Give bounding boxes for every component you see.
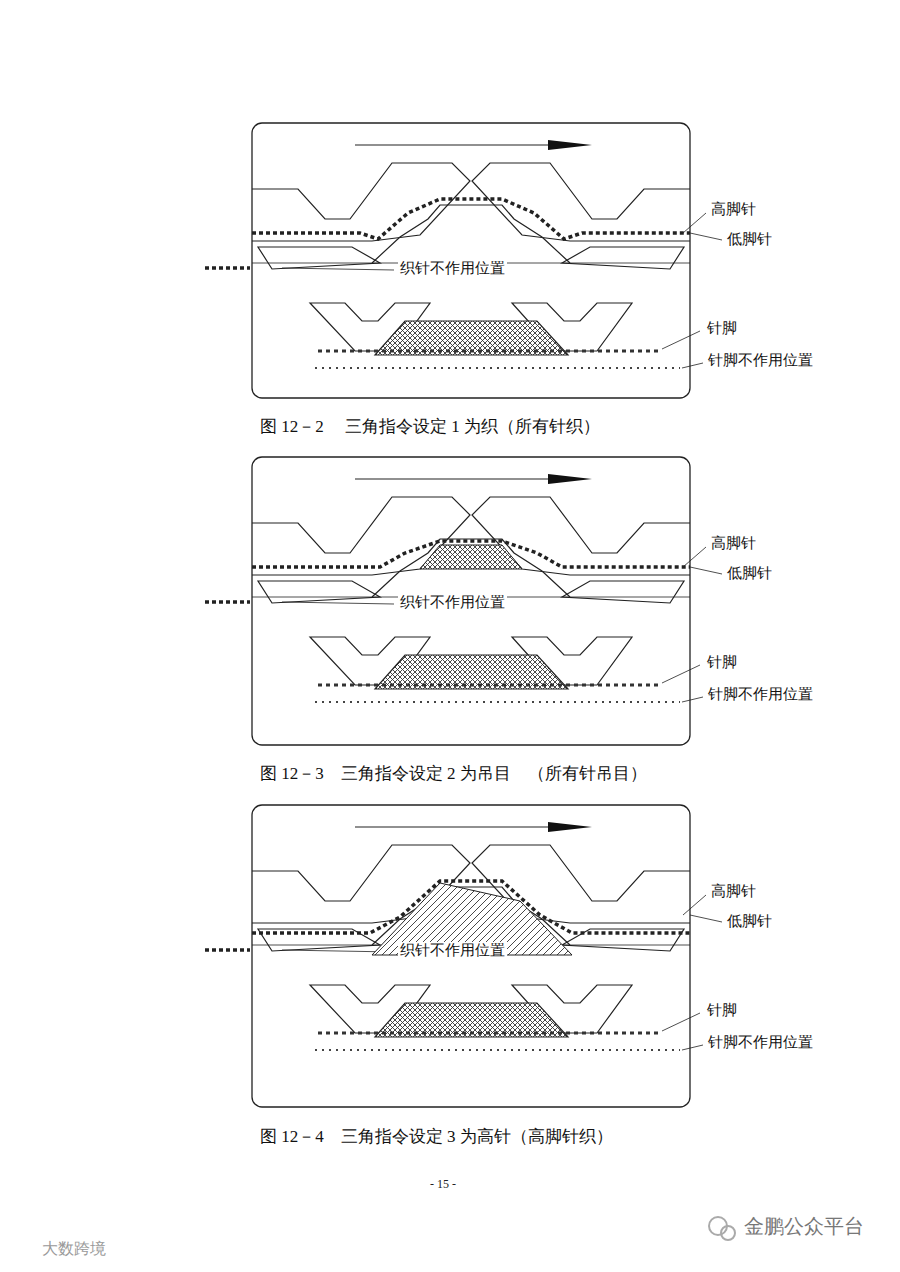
high-butt-label: 高脚针 xyxy=(709,883,758,900)
watermark: 金鹏公众平台 xyxy=(742,1215,866,1238)
watermark: 大数跨境 xyxy=(40,1240,108,1258)
page-number: - 15 - xyxy=(428,1178,458,1192)
figure-caption: 图 12－2 三角指令设定 1 为织（所有针织） xyxy=(258,417,602,437)
figure-caption: 图 12－3 三角指令设定 2 为吊目 （所有针吊目） xyxy=(258,764,649,784)
low-butt-label: 低脚针 xyxy=(725,231,774,248)
figure-caption: 图 12－4 三角指令设定 3 为高针（高脚针织） xyxy=(258,1127,615,1147)
butt-label: 针脚 xyxy=(705,320,739,337)
butt-label: 针脚 xyxy=(705,1002,739,1019)
low-butt-label: 低脚针 xyxy=(725,913,774,930)
high-butt-label: 高脚针 xyxy=(709,535,758,552)
needle-rest-label: 织针不作用位置 xyxy=(398,942,507,959)
needle-rest-label: 织针不作用位置 xyxy=(398,594,507,611)
butt-rest-label: 针脚不作用位置 xyxy=(706,352,815,369)
low-butt-label: 低脚针 xyxy=(725,565,774,582)
high-butt-label: 高脚针 xyxy=(709,201,758,218)
needle-rest-label: 织针不作用位置 xyxy=(398,260,507,277)
butt-label: 针脚 xyxy=(705,654,739,671)
butt-rest-label: 针脚不作用位置 xyxy=(706,1034,815,1051)
butt-rest-label: 针脚不作用位置 xyxy=(706,686,815,703)
